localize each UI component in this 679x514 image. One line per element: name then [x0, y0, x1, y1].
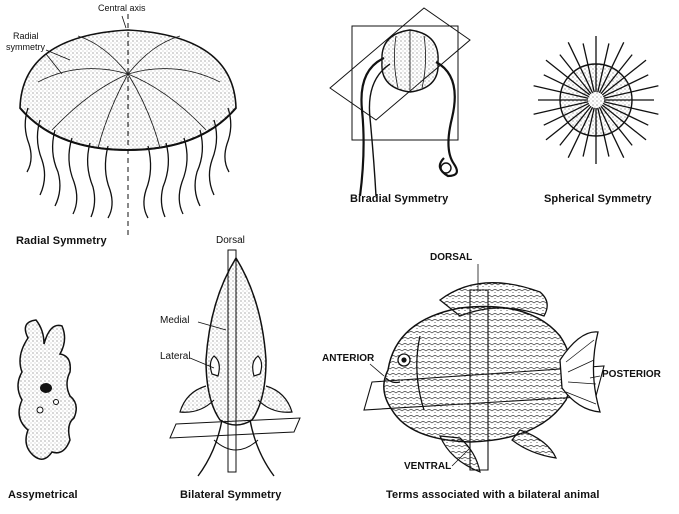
- fish-ventral-label: VENTRAL: [404, 461, 452, 472]
- radiolarian-spine: [567, 106, 594, 158]
- ctenophore-illustration: [329, 7, 471, 197]
- radiolarian-spine: [582, 43, 595, 93]
- radiolarian-spine: [533, 85, 589, 99]
- fish-dorsal-label: DORSAL: [430, 252, 473, 263]
- bilateral-terms-caption: Terms associated with a bilateral animal: [386, 489, 600, 501]
- medial-label: Medial: [160, 315, 190, 326]
- radial-symmetry-caption: Radial Symmetry: [16, 235, 107, 247]
- bilateral-symmetry-caption: Bilateral Symmetry: [180, 489, 282, 501]
- radiolarian-spine: [582, 107, 595, 157]
- radiolarian-spine: [602, 102, 649, 126]
- radiolarian-spine: [545, 104, 591, 141]
- radiolarian-spine: [602, 74, 649, 98]
- radial-symmetry-annotation-line1: Radial: [13, 31, 39, 41]
- radial-symmetry-annotation-line2: symmetry: [6, 42, 45, 52]
- radiolarian-spine: [543, 74, 590, 98]
- radiolarian-spine: [601, 59, 647, 96]
- asymmetrical-caption: Assymetrical: [8, 489, 78, 501]
- radiolarian-spine: [600, 54, 633, 95]
- radiolarian-illustration: [533, 36, 659, 164]
- bilateral-animal-illustration: [169, 249, 301, 477]
- radiolarian-spine: [598, 106, 625, 158]
- radiolarian-spine: [598, 42, 625, 94]
- biradial-symmetry-caption: Biradial Symmetry: [350, 193, 449, 205]
- jellyfish-illustration: [19, 14, 237, 238]
- radiolarian-spine: [559, 54, 592, 95]
- radiolarian-spine: [603, 85, 659, 99]
- amoeba-illustration: [17, 319, 77, 460]
- spherical-symmetry-caption: Spherical Symmetry: [544, 193, 652, 205]
- radiolarian-spine: [597, 107, 610, 157]
- radiolarian-spine: [533, 101, 589, 115]
- central-axis-label: Central axis: [98, 3, 146, 13]
- radiolarian-spine: [597, 43, 610, 93]
- fish-posterior-label: POSTERIOR: [602, 369, 661, 380]
- radiolarian-spine: [600, 105, 633, 146]
- dorsal-label: Dorsal: [216, 235, 245, 246]
- radiolarian-spine: [543, 102, 590, 126]
- radiolarian-spine: [559, 105, 592, 146]
- radiolarian-spine: [567, 42, 594, 94]
- fish-anterior-label: ANTERIOR: [322, 353, 375, 364]
- lateral-label: Lateral: [160, 351, 191, 362]
- fish-illustration: [363, 264, 605, 473]
- radiolarian-spine: [545, 59, 591, 96]
- radiolarian-spine: [603, 101, 659, 115]
- radiolarian-spine: [601, 104, 647, 141]
